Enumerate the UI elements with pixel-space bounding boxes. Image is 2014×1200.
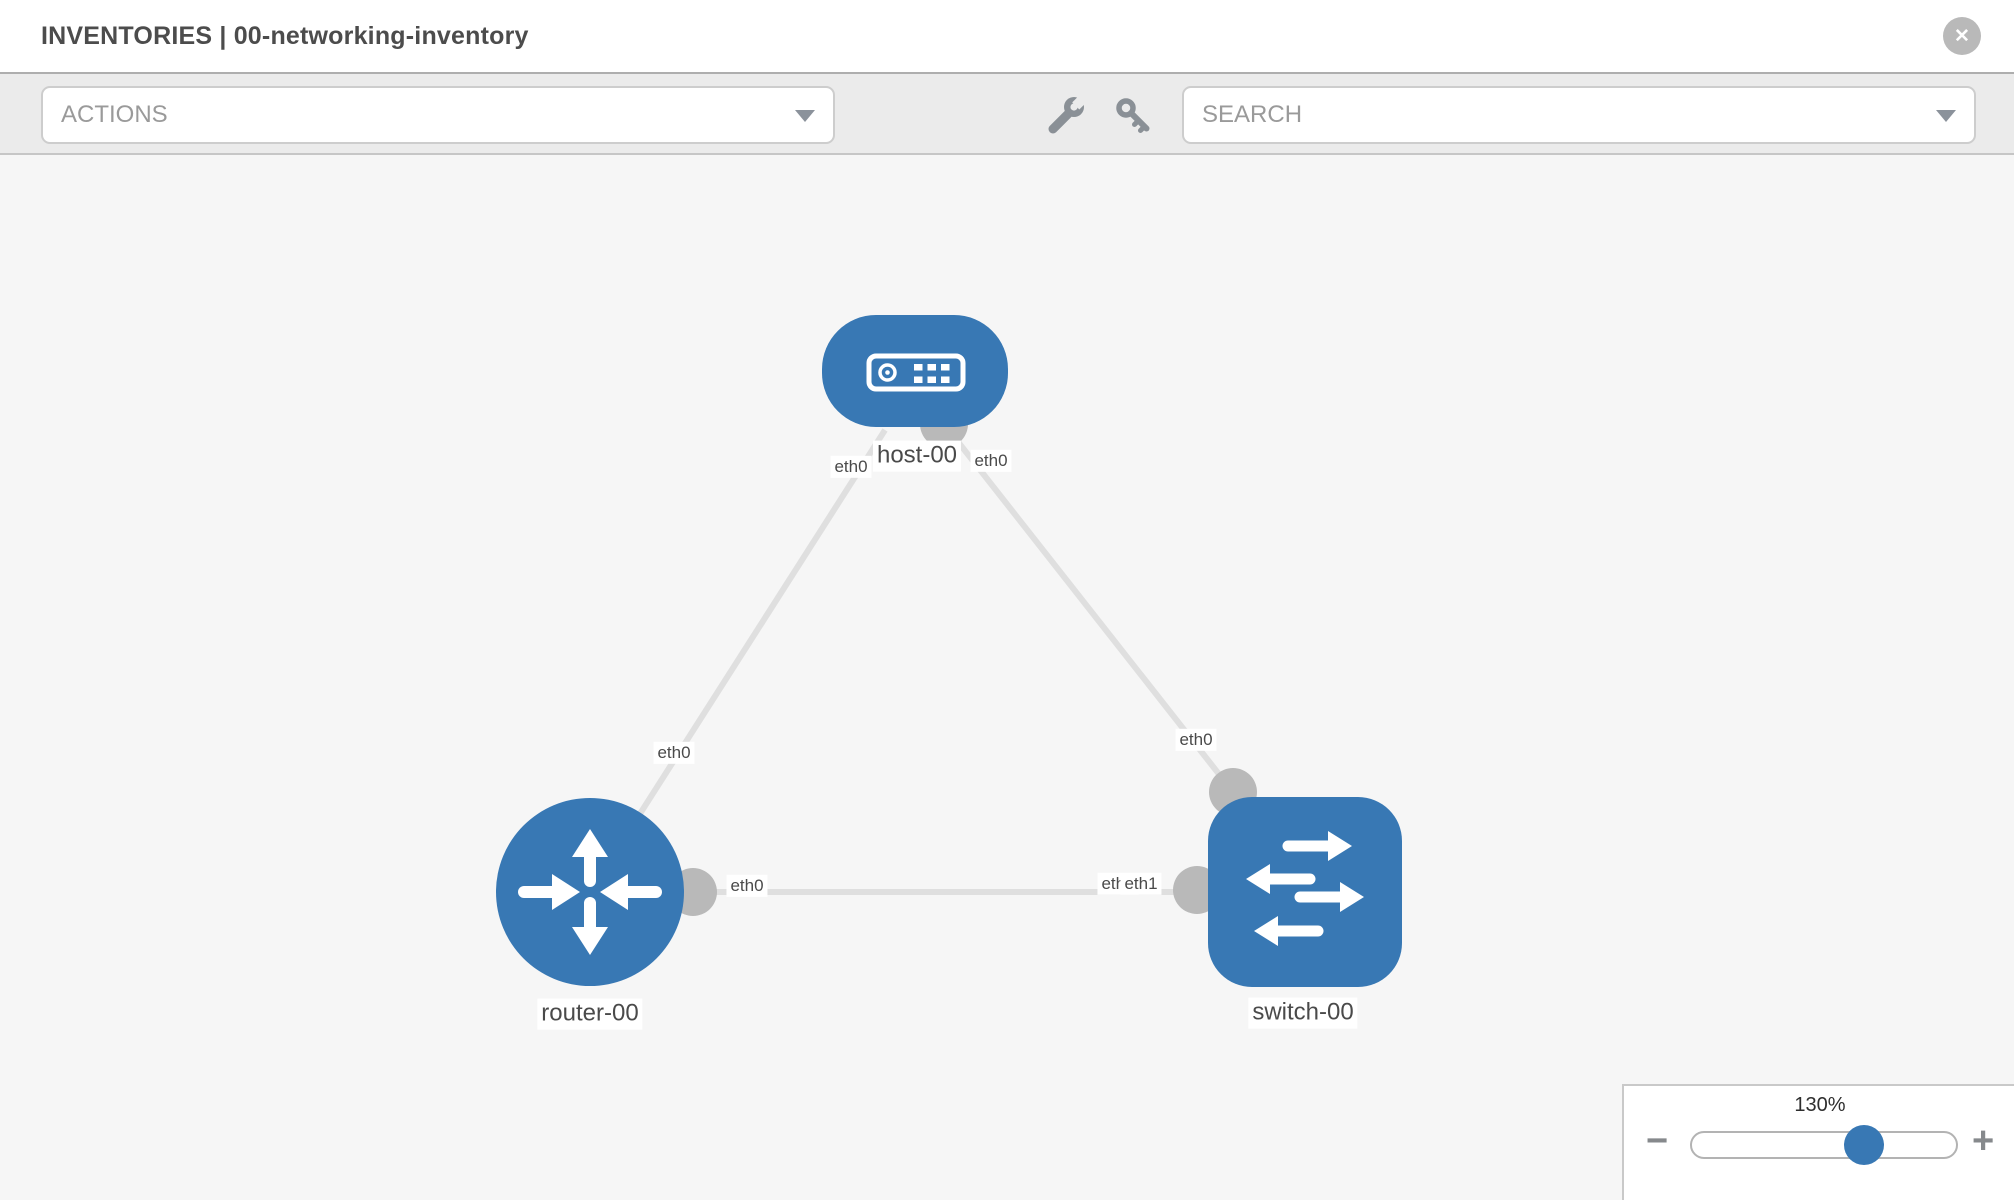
topology-canvas[interactable]: eth0 eth0 eth0 eth0 eth0 eth0 eth1 host-… — [0, 155, 2014, 1200]
page-title: INVENTORIES | 00-networking-inventory — [41, 21, 529, 50]
router-icon — [518, 849, 662, 935]
topology-graph — [496, 315, 1402, 987]
port-label-switch-top: eth0 — [1175, 728, 1217, 752]
node-label-host: host-00 — [872, 440, 962, 472]
toolbar: ACTIONS SEARCH — [0, 72, 2014, 155]
zoom-out-icon[interactable]: − — [1646, 1120, 1669, 1162]
zoom-level: 130% — [1794, 1094, 1846, 1116]
node-label-router: router-00 — [537, 998, 643, 1030]
port-label-host-left: eth0 — [830, 455, 872, 479]
host-icon — [866, 353, 966, 392]
key-icon[interactable] — [1113, 95, 1157, 139]
node-router[interactable] — [496, 798, 684, 986]
wrench-icon[interactable] — [1044, 94, 1088, 138]
actions-dropdown-label: ACTIONS — [61, 101, 168, 128]
search-dropdown[interactable]: SEARCH — [1182, 86, 1976, 144]
close-icon: ✕ — [1954, 25, 1970, 47]
link-lines — [587, 422, 1305, 895]
actions-dropdown[interactable]: ACTIONS — [41, 86, 835, 144]
interface-connectors — [669, 400, 1257, 916]
node-switch[interactable] — [1208, 797, 1402, 987]
port-label-router-right: eth0 — [726, 874, 768, 898]
node-label-switch: switch-00 — [1248, 997, 1358, 1029]
port-label-switch-left-eth1: eth1 — [1120, 872, 1162, 896]
node-host[interactable] — [822, 315, 1008, 427]
close-button[interactable]: ✕ — [1943, 17, 1981, 55]
chevron-down-icon — [1936, 110, 1956, 122]
zoom-in-icon[interactable]: + — [1972, 1120, 1995, 1162]
port-label-host-right: eth0 — [970, 449, 1012, 473]
zoom-slider-track[interactable] — [1690, 1125, 1958, 1165]
zoom-slider-thumb[interactable] — [1844, 1125, 1884, 1165]
zoom-panel: 130% − + — [1622, 1084, 2014, 1200]
switch-icon-heads — [1246, 831, 1364, 946]
switch-icon — [1264, 840, 1346, 937]
port-label-router-top: eth0 — [653, 741, 695, 765]
search-placeholder: SEARCH — [1202, 101, 1303, 128]
chevron-down-icon — [795, 110, 815, 122]
router-icon-heads — [552, 829, 628, 955]
header: INVENTORIES | 00-networking-inventory ✕ — [0, 0, 2014, 72]
